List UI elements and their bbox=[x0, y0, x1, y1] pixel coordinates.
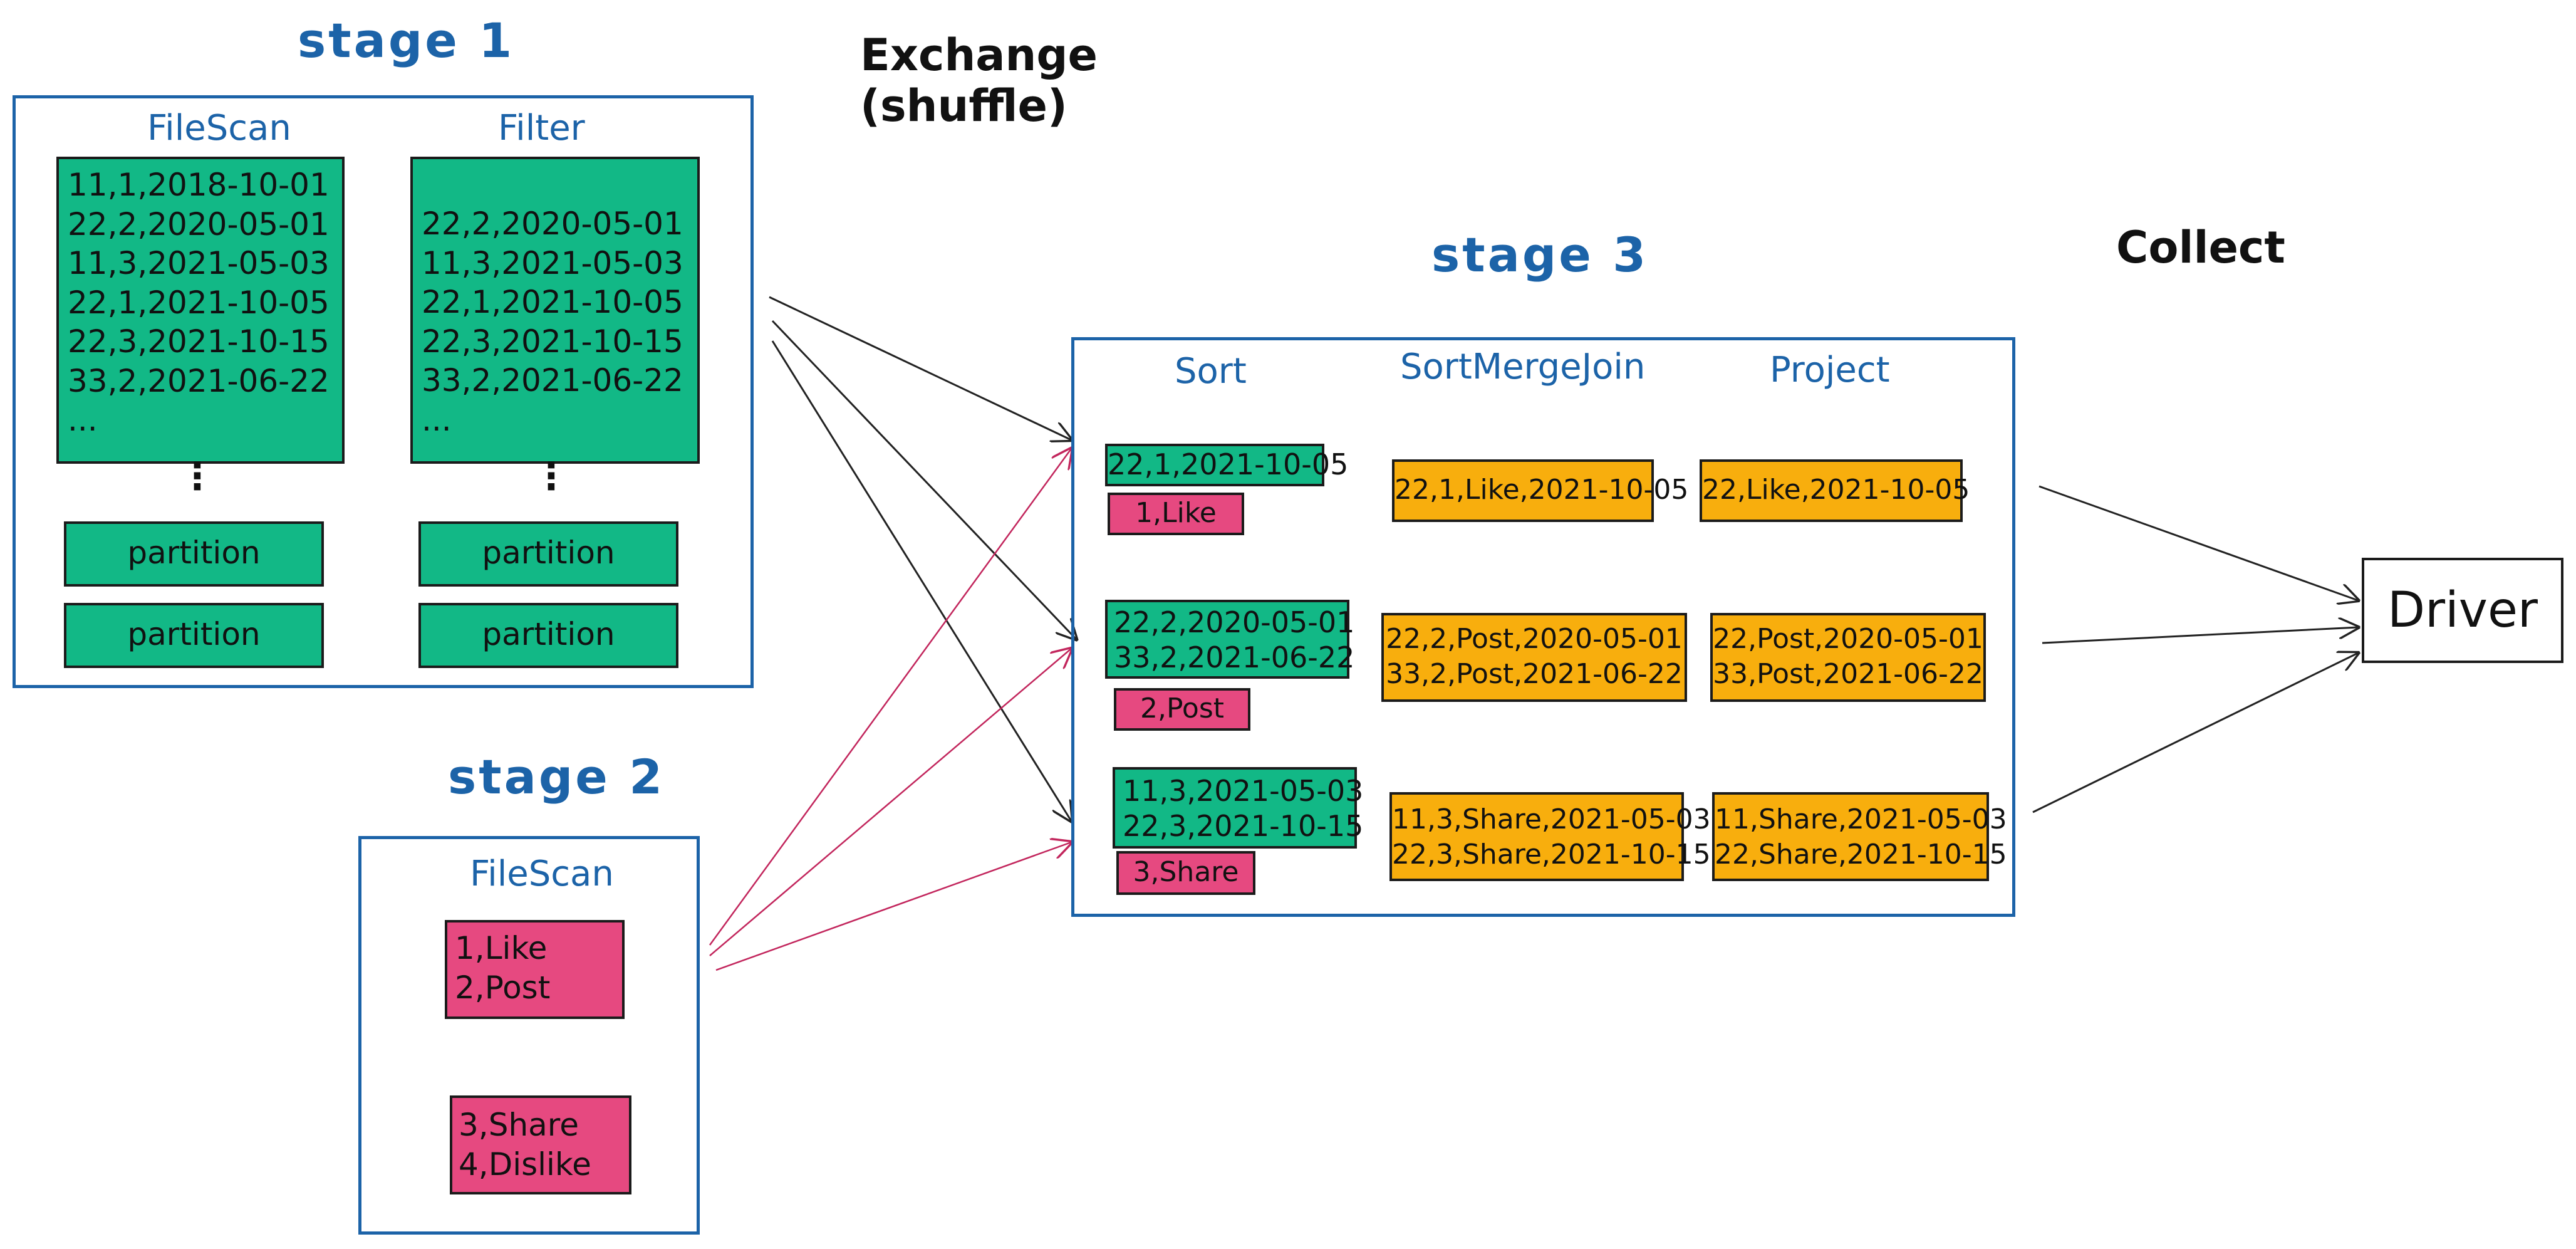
stage3-title: stage 3 bbox=[1431, 227, 1649, 283]
exchange-label: Exchange (shuffle) bbox=[860, 30, 1098, 131]
data-row: 1,Like bbox=[455, 930, 548, 966]
data-row: 4,Dislike bbox=[459, 1146, 591, 1183]
data-row: 3,Share bbox=[459, 1107, 579, 1143]
sort-green-1: 22,1,2021-10-05 bbox=[1105, 444, 1349, 486]
collect-label: Collect bbox=[2116, 222, 2285, 273]
data-row: 22,2,Post,2020-05-01 bbox=[1386, 623, 1683, 655]
exchange-line-2: (shuffle) bbox=[860, 80, 1067, 132]
stage3-project-label: Project bbox=[1770, 350, 1890, 390]
smj-box-1: 22,1,Like,2021-10-05 bbox=[1392, 459, 1689, 522]
arrow-project1-to-driver bbox=[2038, 485, 2358, 600]
data-row: 11,3,2021-05-03 bbox=[422, 244, 683, 281]
stage1-filescan-data-box: 11,1,2018-10-01 22,2,2020-05-01 11,3,202… bbox=[56, 157, 345, 464]
data-row: 22,Like,2021-10-05 bbox=[1702, 474, 1970, 506]
stage1-title: stage 1 bbox=[298, 13, 515, 68]
stage2-title: stage 2 bbox=[448, 749, 665, 805]
stage1-filter-data-box: 22,2,2020-05-01 11,3,2021-05-03 22,1,202… bbox=[410, 157, 700, 464]
data-row: 33,2,2021-06-22 bbox=[422, 362, 683, 399]
sort-pink-1: 1,Like bbox=[1108, 493, 1244, 535]
stage1-filter-partition-1: partition bbox=[418, 521, 678, 587]
data-row: 11,3,2021-05-03 bbox=[68, 245, 330, 281]
project-box-3: 11,Share,2021-05-03 22,Share,2021-10-15 bbox=[1712, 792, 2007, 881]
stage1-filter-label: Filter bbox=[498, 108, 585, 149]
arrow-stage2-to-sort2 bbox=[709, 649, 1071, 956]
arrow-stage2-to-sort3 bbox=[715, 842, 1071, 971]
data-row: 22,3,2021-10-15 bbox=[1123, 809, 1364, 843]
smj-box-3: 11,3,Share,2021-05-03 22,3,Share,2021-10… bbox=[1389, 792, 1711, 881]
arrow-project3-to-driver bbox=[2032, 653, 2358, 813]
stage3-smj-label: SortMergeJoin bbox=[1400, 347, 1646, 387]
data-row: 2,Post bbox=[455, 969, 551, 1006]
sort-pink-2: 2,Post bbox=[1114, 688, 1250, 731]
data-row: 11,3,Share,2021-05-03 bbox=[1392, 803, 1711, 835]
data-row: 11,1,2018-10-01 bbox=[68, 167, 330, 203]
arrow-stage1-to-sort3 bbox=[771, 340, 1071, 821]
stage1-filter-ellipsis: ⋮ bbox=[532, 454, 570, 498]
data-row: 33,2,2021-06-22 bbox=[1114, 640, 1355, 674]
stage2-data-box-2: 3,Share 4,Dislike bbox=[450, 1095, 631, 1194]
arrow-stage1-to-sort2 bbox=[771, 320, 1076, 639]
stage3-box bbox=[1071, 337, 2015, 917]
data-row: 22,2,2020-05-01 bbox=[1114, 605, 1355, 639]
stage2-data-box-1: 1,Like 2,Post bbox=[445, 920, 625, 1019]
data-row: 22,1,2021-10-05 bbox=[422, 284, 683, 320]
arrow-stage2-to-sort1 bbox=[709, 449, 1071, 946]
data-row: 22,1,2021-10-05 bbox=[68, 284, 330, 321]
sort-green-2: 22,2,2020-05-01 33,2,2021-06-22 bbox=[1105, 600, 1355, 679]
data-row: 11,Share,2021-05-03 bbox=[1715, 803, 2007, 835]
project-box-2: 22,Post,2020-05-01 33,Post,2021-06-22 bbox=[1710, 613, 1986, 702]
data-row: 22,2,2020-05-01 bbox=[422, 206, 683, 242]
stage1-filter-partition-2: partition bbox=[418, 603, 678, 668]
stage2-box bbox=[358, 836, 700, 1235]
data-row: 22,3,Share,2021-10-15 bbox=[1392, 839, 1711, 870]
stage2-filescan-label: FileScan bbox=[470, 854, 614, 894]
stage1-filescan-partition-1: partition bbox=[64, 521, 324, 587]
sort-pink-3: 3,Share bbox=[1116, 851, 1255, 895]
stage1-box bbox=[13, 95, 754, 688]
data-row: 22,3,2021-10-15 bbox=[422, 323, 683, 360]
data-row: 33,Post,2021-06-22 bbox=[1713, 658, 1983, 690]
data-row: ... bbox=[68, 402, 98, 438]
data-row: 33,2,Post,2021-06-22 bbox=[1386, 658, 1683, 690]
data-row: 22,3,2021-10-15 bbox=[68, 323, 330, 360]
data-row: 22,2,2020-05-01 bbox=[68, 206, 330, 243]
data-row: 22,1,Like,2021-10-05 bbox=[1394, 474, 1689, 506]
project-box-1: 22,Like,2021-10-05 bbox=[1700, 459, 1970, 522]
data-row: 33,2,2021-06-22 bbox=[68, 362, 330, 399]
stage3-sort-label: Sort bbox=[1175, 351, 1247, 392]
arrow-project2-to-driver bbox=[2042, 627, 2358, 644]
stage1-filescan-partition-2: partition bbox=[64, 603, 324, 668]
data-row: 11,3,2021-05-03 bbox=[1123, 774, 1364, 808]
smj-box-2: 22,2,Post,2020-05-01 33,2,Post,2021-06-2… bbox=[1381, 613, 1687, 702]
data-row: 22,1,2021-10-05 bbox=[1108, 447, 1349, 481]
data-row: 22,Post,2020-05-01 bbox=[1713, 623, 1983, 655]
sort-green-3: 11,3,2021-05-03 22,3,2021-10-15 bbox=[1113, 767, 1364, 849]
driver-box: Driver bbox=[2362, 558, 2563, 663]
stage1-filescan-label: FileScan bbox=[147, 108, 291, 149]
exchange-line-1: Exchange bbox=[860, 29, 1098, 81]
data-row: ... bbox=[422, 401, 452, 438]
stage1-filescan-ellipsis: ⋮ bbox=[179, 454, 216, 498]
data-row: 22,Share,2021-10-15 bbox=[1715, 839, 2007, 870]
arrow-stage1-to-sort1 bbox=[769, 296, 1071, 440]
